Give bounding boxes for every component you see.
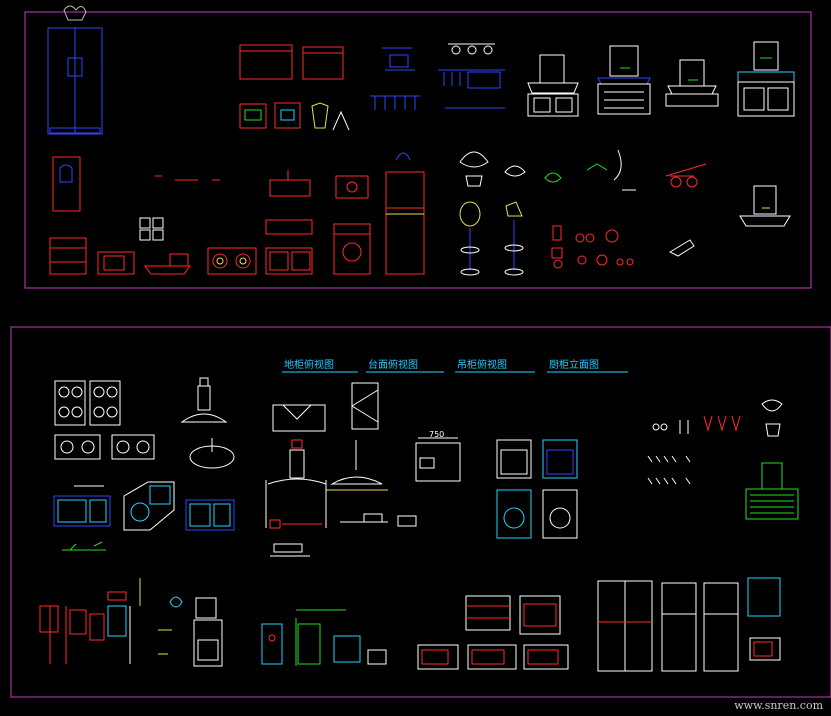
oven-icon xyxy=(496,439,578,479)
bar-stool-icon xyxy=(459,201,524,276)
washing-machine-icon xyxy=(333,223,371,275)
range-hood-icon xyxy=(739,185,791,227)
tableware-icon xyxy=(551,225,634,269)
range-hood-icon xyxy=(665,59,719,107)
range-hood-icon xyxy=(180,377,228,423)
utensil-rack-icon xyxy=(370,47,420,110)
tool-icon xyxy=(668,239,695,257)
watermark: www.snren.com xyxy=(734,699,823,712)
cookware-icon xyxy=(269,513,417,557)
refrigerator-icon xyxy=(47,5,103,135)
sink-icon xyxy=(123,481,175,531)
cookware-icon xyxy=(144,253,191,275)
sink-icon xyxy=(265,170,369,275)
hanging-rack-icon xyxy=(438,43,505,109)
washing-machine-icon xyxy=(496,489,578,539)
range-hood-icon xyxy=(597,45,651,115)
water-heater-icon xyxy=(261,609,387,666)
dimension-text: 750 xyxy=(429,430,445,439)
bottom-section-frame xyxy=(10,326,831,698)
faucet-icon xyxy=(62,541,106,551)
section-label-cabinet-elevation: 厨柜立面图 xyxy=(549,360,599,371)
section-label-wall-cabinet-plan: 吊柜俯视图 xyxy=(457,360,507,371)
plant-icon xyxy=(169,596,183,608)
range-hood-icon xyxy=(745,462,799,520)
sink-icon xyxy=(53,485,235,531)
gas-stove-icon xyxy=(207,247,257,275)
gas-meter-icon xyxy=(39,591,131,664)
section-label-countertop-plan: 台面俯视图 xyxy=(368,360,418,371)
top-section-frame xyxy=(24,11,812,289)
rice-cooker-icon xyxy=(239,102,350,131)
gas-stove-icon xyxy=(54,380,155,460)
microwave-icon xyxy=(417,637,781,670)
refrigerator-icon xyxy=(385,152,425,275)
oven-icon xyxy=(465,595,561,635)
oven-icon xyxy=(49,237,135,275)
sink-icon xyxy=(189,438,235,469)
poster-icon xyxy=(52,156,81,212)
water-dispenser-icon xyxy=(193,597,223,667)
refrigerator-icon xyxy=(597,577,781,672)
decor-line xyxy=(139,578,172,655)
range-hood-icon xyxy=(737,41,795,117)
cabinet-icon xyxy=(239,44,344,80)
wall-socket-icon xyxy=(139,175,220,241)
cart-icon xyxy=(665,163,707,188)
range-hood-icon xyxy=(527,54,579,117)
built-in-hood-icon xyxy=(415,437,461,482)
plant-icon xyxy=(459,149,636,191)
range-hood-icon xyxy=(265,382,388,528)
tableware-icon xyxy=(647,399,783,485)
section-label-base-cabinet-plan: 地柜俯视图 xyxy=(284,360,334,371)
